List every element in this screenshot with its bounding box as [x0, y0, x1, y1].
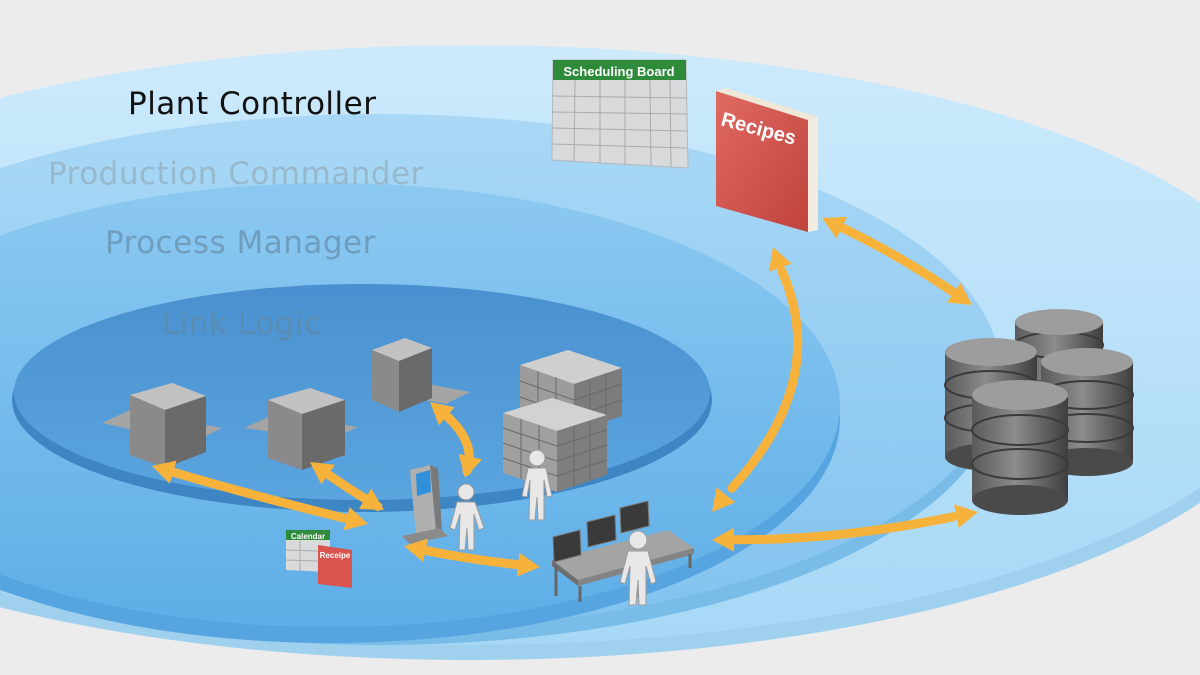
machine-icon	[370, 338, 470, 412]
layer-label-production-commander: Production Commander	[48, 156, 424, 192]
storage-rack-icon	[502, 398, 608, 492]
database-cylinder-icon	[971, 380, 1069, 515]
receipe-label: Receipe	[320, 551, 351, 560]
recipe-book-icon: Recipes	[716, 88, 818, 232]
bidirectional-arrow-icon	[310, 462, 384, 511]
operator-figure-icon	[449, 483, 485, 551]
layer-label-link-logic: Link Logic	[162, 306, 322, 342]
bidirectional-arrow-icon	[152, 460, 368, 531]
operator-figure-icon	[521, 449, 553, 521]
calendar-icon: Calendar Receipe	[285, 530, 352, 588]
machine-icon	[102, 383, 222, 468]
scheduling-board-icon: Scheduling Board	[551, 59, 689, 169]
bidirectional-arrow-icon	[712, 504, 978, 552]
layer-label-process-manager: Process Manager	[105, 225, 376, 261]
scheduling-board-label: Scheduling Board	[563, 64, 674, 79]
calendar-label: Calendar	[291, 532, 325, 541]
operator-figure-icon	[619, 530, 657, 606]
bidirectional-arrow-icon	[404, 538, 540, 577]
bidirectional-arrow-icon	[430, 402, 482, 478]
layer-label-plant-controller: Plant Controller	[128, 86, 377, 122]
bidirectional-arrow-icon	[822, 216, 972, 305]
arrow-layer	[152, 216, 978, 577]
machine-icon	[244, 388, 358, 470]
kiosk-terminal-icon	[402, 465, 448, 544]
bidirectional-arrow-icon	[712, 247, 803, 512]
